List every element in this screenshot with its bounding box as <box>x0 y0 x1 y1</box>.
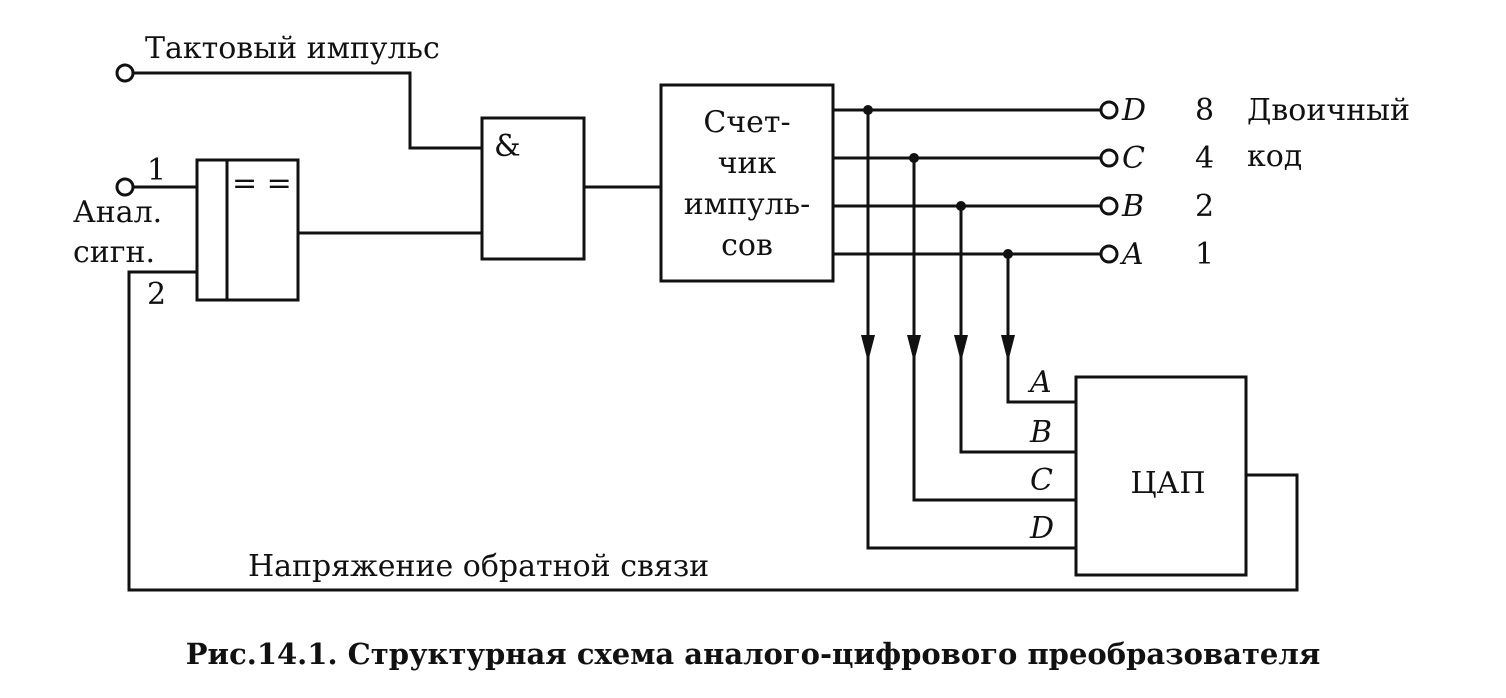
arrow-down-b <box>954 335 968 362</box>
output-terminal-c <box>1099 148 1119 168</box>
counter-label-line1: Счет- <box>703 105 790 140</box>
output-terminal-a <box>1099 244 1119 264</box>
arrow-down-a <box>1001 335 1015 362</box>
analog-label-line2: сигн. <box>73 235 155 270</box>
output-bit-label: B <box>1121 189 1144 224</box>
dac-block <box>1074 375 1248 577</box>
arrow-down-c <box>907 335 921 362</box>
and-gate <box>480 116 586 261</box>
analog-input-terminal <box>115 177 135 197</box>
output-terminal-d <box>1099 100 1119 120</box>
output-weight-label: 2 <box>1195 189 1214 224</box>
dac-input-wire-c <box>912 158 1076 502</box>
output-terminal-b <box>1099 196 1119 216</box>
clock-input-label: Тактовый импульс <box>145 31 440 66</box>
dac-input-label: A <box>1027 365 1052 400</box>
counter-label-line2: чик <box>718 146 777 181</box>
output-bit-label: C <box>1122 141 1145 176</box>
feedback-label: Напряжение обратной связи <box>248 549 709 584</box>
arrow-down-d <box>861 335 875 362</box>
analog-pin2-label: 2 <box>147 277 166 312</box>
analog-pin1-label: 1 <box>147 153 166 188</box>
analog-label-line1: Анал. <box>73 195 162 230</box>
output-bit-label: A <box>1119 237 1144 272</box>
feedback-wire <box>127 270 1299 592</box>
pulse-counter-block <box>659 83 835 283</box>
comparator-symbol: = = <box>232 166 292 201</box>
counter-label-line4: сов <box>721 228 773 263</box>
dac-input-label: D <box>1029 511 1054 546</box>
binary-code-label-line2: код <box>1247 139 1302 174</box>
dac-input-wire-d <box>866 110 1076 550</box>
clock-input-terminal <box>115 63 135 83</box>
dac-input-label: C <box>1030 463 1053 498</box>
dac-input-wire-a <box>1006 254 1076 404</box>
binary-code-label-line1: Двоичный <box>1247 93 1410 128</box>
output-bit-label: D <box>1121 93 1146 128</box>
counter-label-line3: импуль- <box>684 187 811 222</box>
comparator-block <box>195 158 300 302</box>
output-weight-label: 1 <box>1195 237 1214 272</box>
output-weight-label: 4 <box>1195 141 1214 176</box>
and-gate-symbol: & <box>494 129 521 164</box>
dac-input-label: B <box>1029 415 1052 450</box>
clock-wire <box>133 71 482 150</box>
output-weight-label: 8 <box>1195 93 1214 128</box>
dac-input-wire-b <box>959 206 1076 454</box>
figure-caption: Рис.14.1. Структурная схема аналого-цифр… <box>186 637 1321 671</box>
dac-label: ЦАП <box>1130 466 1205 501</box>
